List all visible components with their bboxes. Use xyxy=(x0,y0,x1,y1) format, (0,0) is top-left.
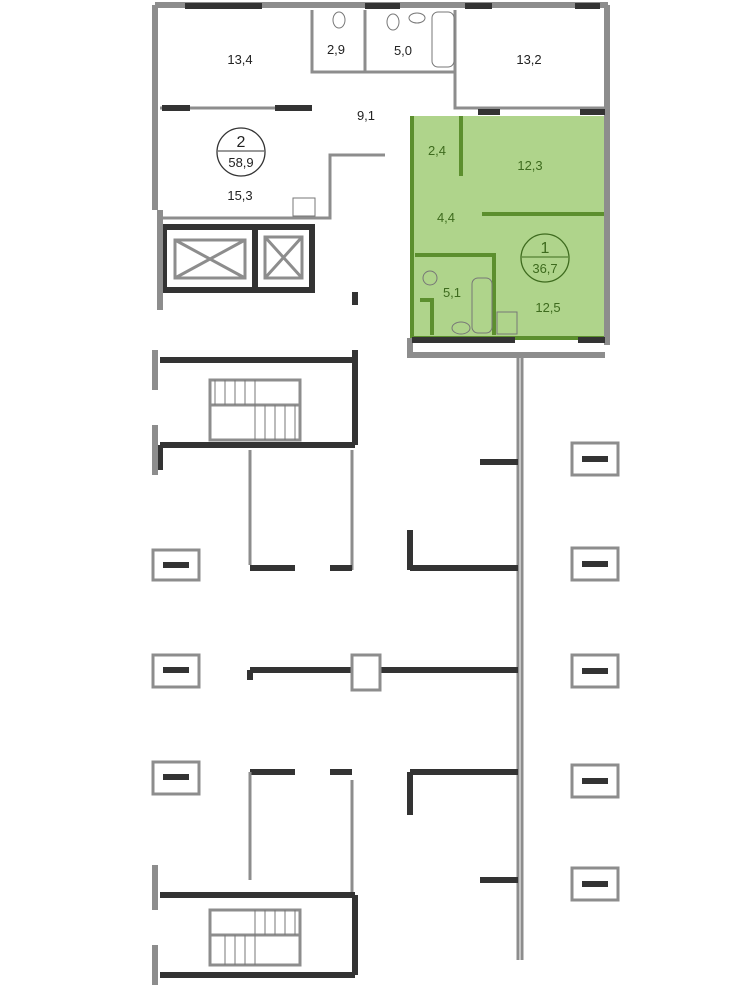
selected-apartment-area[interactable] xyxy=(412,116,605,338)
room-area-label: 15,3 xyxy=(227,188,252,203)
vent-box-right-1 xyxy=(570,441,620,477)
room-area-label: 5,0 xyxy=(394,43,412,58)
stove-icon xyxy=(496,311,518,335)
toilet-icon xyxy=(332,11,346,29)
room-area-label: 2,4 xyxy=(428,143,446,158)
vent-boxes xyxy=(151,441,620,902)
vent-box-right-2 xyxy=(570,546,620,582)
apartment-rooms-count: 2 xyxy=(237,134,246,151)
vent-box-left-1 xyxy=(151,548,201,582)
sink-icon xyxy=(451,321,471,335)
room-area-label: 9,1 xyxy=(357,108,375,123)
apartment-total-area: 36,7 xyxy=(532,261,557,276)
apartment-total-area: 58,9 xyxy=(228,155,253,170)
vent-box-right-3 xyxy=(570,653,620,689)
room-area-label: 13,4 xyxy=(227,52,252,67)
vent-box-left-2 xyxy=(151,653,201,689)
toilet-icon xyxy=(386,13,400,31)
apartment-badge-1[interactable]: 1 36,7 xyxy=(520,233,570,283)
apartment-badge-2[interactable]: 2 58,9 xyxy=(216,127,266,177)
bathtub-icon xyxy=(431,11,455,68)
fixtures xyxy=(292,11,518,335)
bathtub-icon xyxy=(471,277,493,334)
walls xyxy=(152,2,610,985)
room-area-label: 5,1 xyxy=(443,285,461,300)
stove-icon xyxy=(292,197,316,217)
room-area-label: 2,9 xyxy=(327,42,345,57)
apartment-rooms-count: 1 xyxy=(541,240,550,257)
sink-icon xyxy=(408,12,426,24)
room-area-label: 13,2 xyxy=(516,52,541,67)
vent-box-right-4 xyxy=(570,763,620,799)
room-area-label: 12,3 xyxy=(517,158,542,173)
vent-box-left-3 xyxy=(151,760,201,796)
vent-box-right-5 xyxy=(570,866,620,902)
room-area-label: 4,4 xyxy=(437,210,455,225)
room-area-label: 12,5 xyxy=(535,300,560,315)
toilet-icon xyxy=(422,270,438,286)
